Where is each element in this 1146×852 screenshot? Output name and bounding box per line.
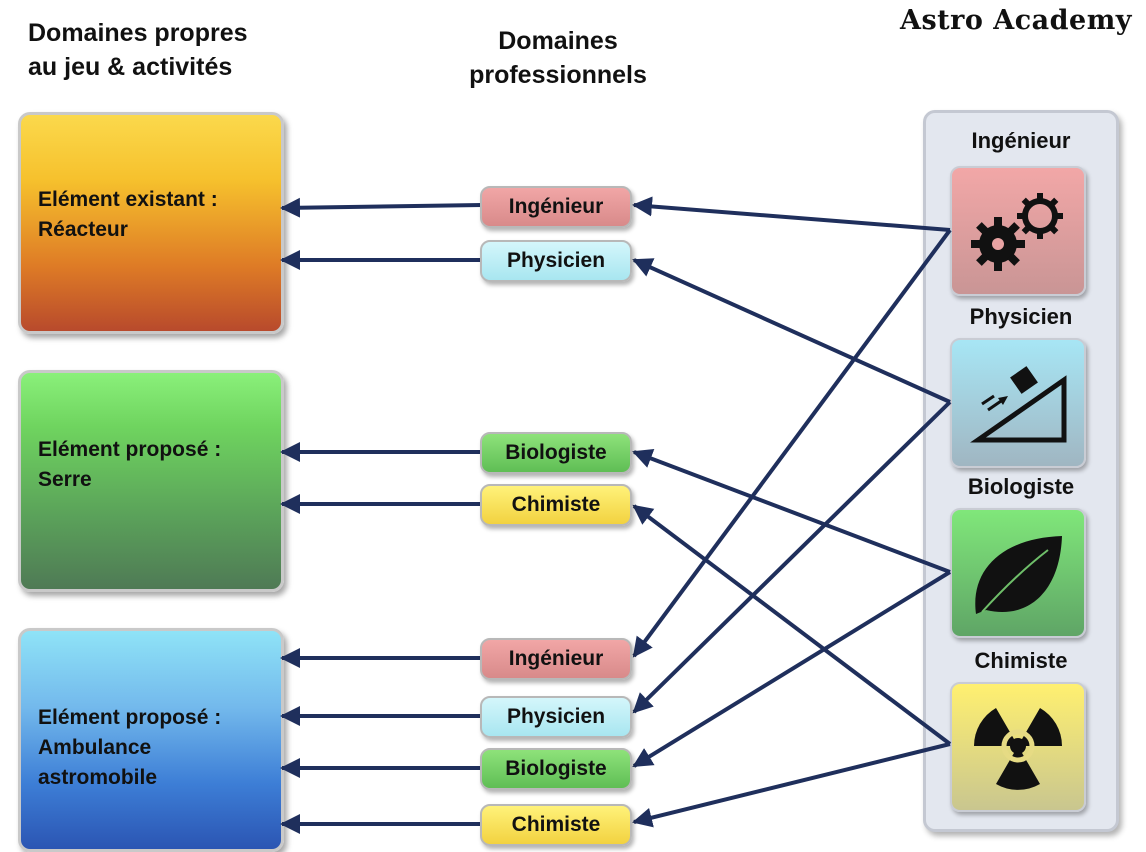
element-box-reacteur-label: Elément existant : Réacteur <box>38 185 218 245</box>
academy-label-physicien: Physicien <box>969 304 1073 329</box>
header-professional-domains-line1: Domaines <box>498 27 618 55</box>
pill-chimiste-1: Chimiste <box>480 484 632 526</box>
element-box-reacteur-line1: Elément existant : <box>38 188 218 211</box>
arrow-ingenieur-to-reacteur <box>280 197 483 218</box>
element-box-reacteur-line2: Réacteur <box>38 218 128 241</box>
element-box-serre-line2: Serre <box>38 468 92 491</box>
arrow-academy-ingenieur-to-pill5 <box>632 228 952 658</box>
header-astro-academy: Astro Academy <box>900 5 1132 36</box>
element-box-ambulance-line3: astromobile <box>38 766 158 789</box>
element-box-ambulance-label: Elément proposé : Ambulance astromobile <box>38 703 221 793</box>
radiation-icon <box>974 708 1062 790</box>
header-game-domains-line1: Domaines propres <box>28 19 248 47</box>
pill-ingenieur-2: Ingénieur <box>480 638 632 680</box>
element-box-ambulance: Elément proposé : Ambulance astromobile <box>18 628 284 852</box>
element-box-ambulance-line2: Ambulance <box>38 736 152 759</box>
pill-physicien-1: Physicien <box>480 240 632 282</box>
academy-label-chimiste: Chimiste <box>974 648 1068 673</box>
arrow-academy-chimiste-to-pill4 <box>632 504 952 746</box>
header-professional-domains-line2: professionnels <box>469 61 647 89</box>
academy-label-ingenieur: Ingénieur <box>971 128 1071 153</box>
arrow-academy-biologiste-to-pill3 <box>632 449 951 574</box>
element-box-ambulance-line1: Elément proposé : <box>38 706 222 729</box>
header-game-domains-line2: au jeu & activités <box>28 53 233 81</box>
arrow-academy-physicien-to-pill2 <box>632 258 951 404</box>
element-box-serre-line1: Elément proposé : <box>38 438 222 461</box>
header-game-domains: Domaines propres au jeu & activités <box>28 16 328 84</box>
pill-biologiste-2: Biologiste <box>480 748 632 790</box>
academy-label-biologiste: Biologiste <box>967 474 1075 499</box>
academy-tile-chimiste <box>950 682 1086 812</box>
academy-tile-biologiste <box>950 508 1086 638</box>
element-box-reacteur: Elément existant : Réacteur <box>18 112 284 334</box>
element-box-serre: Elément proposé : Serre <box>18 370 284 592</box>
element-box-serre-label: Elément proposé : Serre <box>38 435 221 495</box>
arrow-academy-physicien-to-pill6 <box>632 400 952 714</box>
academy-tile-physicien <box>950 338 1086 468</box>
arrow-academy-biologiste-to-pill7 <box>632 570 952 768</box>
inclined-plane-icon <box>970 366 1067 443</box>
leaf-icon <box>975 536 1062 614</box>
pill-biologiste-1: Biologiste <box>480 432 632 474</box>
header-professional-domains: Domaines professionnels <box>448 24 668 92</box>
pill-physicien-2: Physicien <box>480 696 632 738</box>
pill-chimiste-2: Chimiste <box>480 804 632 846</box>
pill-ingenieur-1: Ingénieur <box>480 186 632 228</box>
arrow-academy-chimiste-to-pill8 <box>632 742 951 828</box>
arrow-academy-ingenieur-to-pill1 <box>632 196 951 232</box>
gears-icon <box>971 193 1063 271</box>
